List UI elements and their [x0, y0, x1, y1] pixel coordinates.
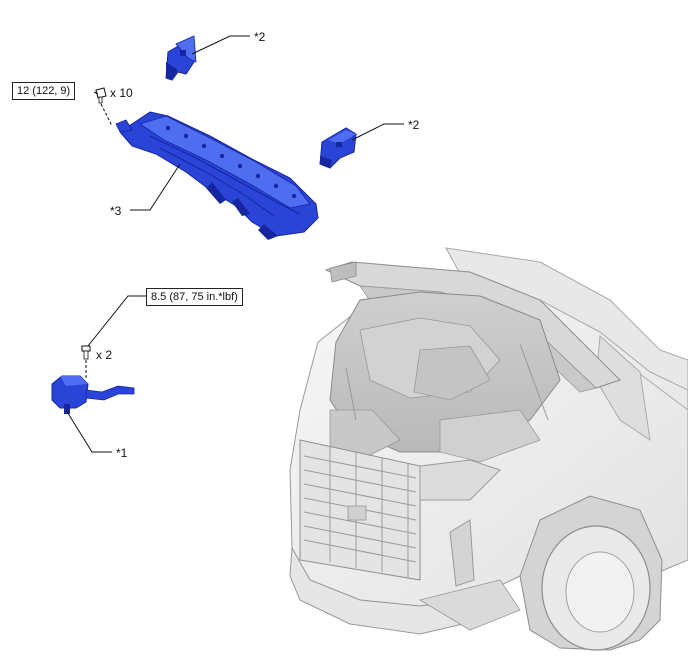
- quantity-washer-bolts: x 2: [96, 348, 113, 362]
- part2-lower-bracket: [319, 127, 357, 169]
- part1-washer-assembly: [51, 375, 135, 414]
- callout-part3: *3: [110, 204, 122, 218]
- part2-upper-bracket: [165, 35, 197, 81]
- cowl-bolt-icon: [95, 87, 107, 104]
- washer-bolt-icon: [81, 345, 91, 360]
- quantity-cowl-bolts: x 10: [110, 86, 133, 100]
- callout-part1: *1: [116, 446, 128, 460]
- torque-spec-washer-bolts: 8.5 (87, 75 in.*lbf): [146, 288, 243, 306]
- callout-part2-lower: *2: [408, 118, 420, 132]
- part3-cowl-panel: [115, 111, 319, 240]
- fastener-guides: [85, 103, 113, 380]
- torque-spec-cowl-bolts: 12 (122, 9): [12, 82, 76, 100]
- vehicle-illustration: [289, 247, 688, 651]
- callout-part2-upper: *2: [254, 30, 266, 44]
- leader-lines: [65, 35, 404, 453]
